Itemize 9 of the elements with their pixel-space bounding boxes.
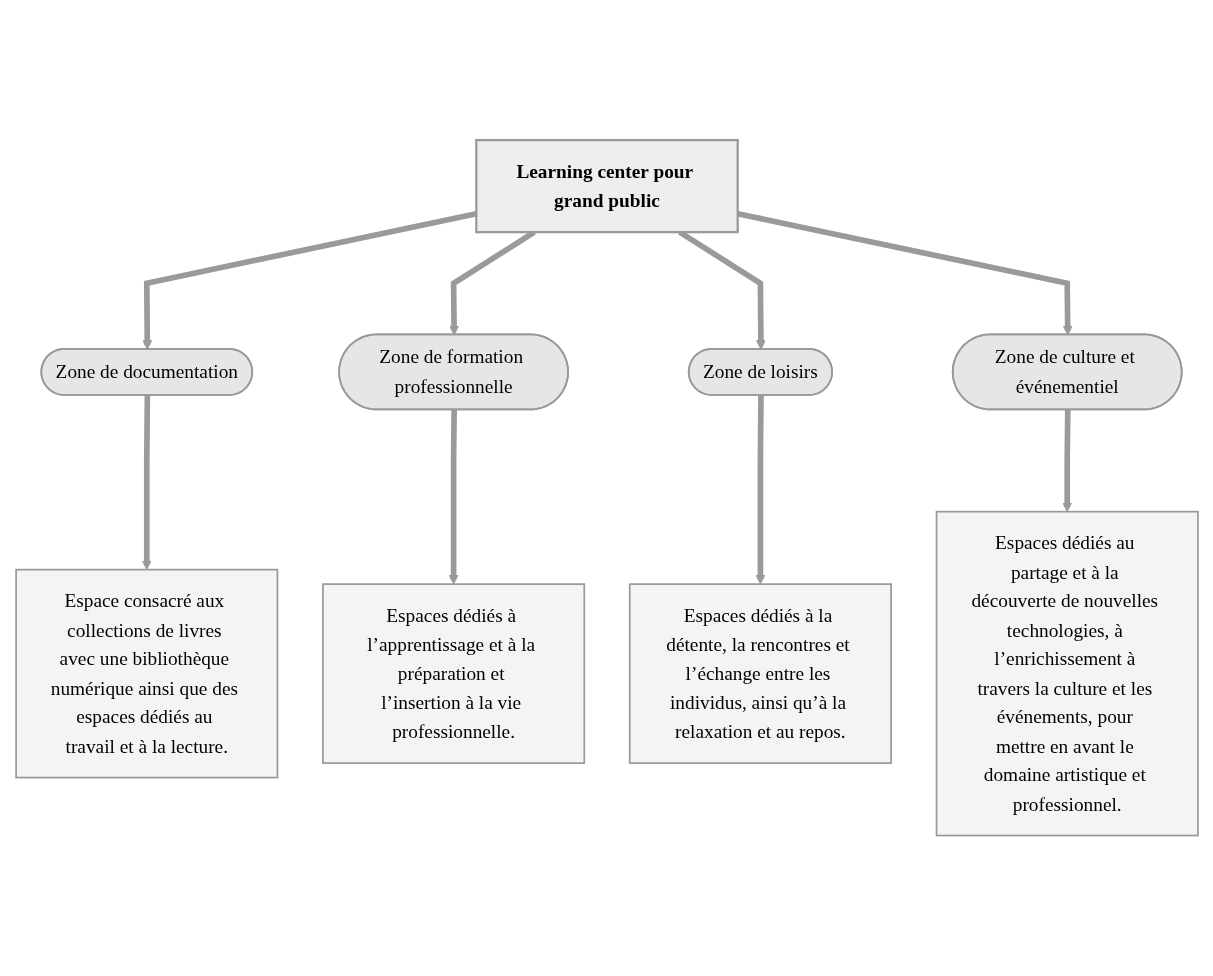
node-box: Learning center pour grand public bbox=[474, 139, 739, 234]
arrow bbox=[1061, 410, 1072, 513]
arrow bbox=[448, 410, 459, 585]
arrow bbox=[141, 395, 152, 571]
node-box: Espace consacré aux collections de livres avec une bibliothèque numérique ainsi que des espaces dédiés au travail et à la lecture. bbox=[14, 568, 278, 779]
arrow bbox=[754, 395, 765, 585]
node-box: Espaces dédiés au partage et à la découverte de nouvelles technologies, à l’enrichissement à travers la culture et les événements, pour mettre en avant le domaine artistique et professionnel. bbox=[935, 511, 1199, 837]
node-box: Espaces dédiés à l’apprentissage et à la préparation et l’insertion à la vie professionnelle. bbox=[321, 583, 585, 765]
node-box: Espaces dédiés à la détente, la rencontres et l’échange entre les individus, ainsi qu’à la relaxation et au repos. bbox=[628, 583, 892, 765]
